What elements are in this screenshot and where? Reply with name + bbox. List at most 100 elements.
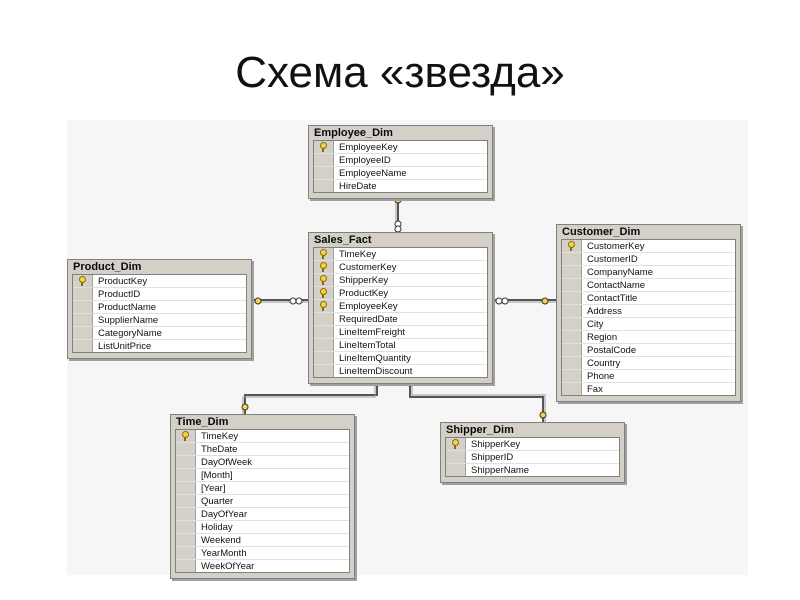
- column-row[interactable]: CustomerKey: [562, 240, 735, 253]
- column-row[interactable]: Address: [562, 305, 735, 318]
- column-row[interactable]: DayOfWeek: [176, 456, 349, 469]
- column-row[interactable]: Country: [562, 357, 735, 370]
- column-name: RequiredDate: [339, 313, 398, 325]
- column-row[interactable]: ShipperKey: [314, 274, 487, 287]
- column-name: TimeKey: [201, 430, 239, 442]
- column-row[interactable]: EmployeeKey: [314, 141, 487, 154]
- column-row[interactable]: LineItemQuantity: [314, 352, 487, 365]
- column-row[interactable]: ContactTitle: [562, 292, 735, 305]
- column-row[interactable]: Fax: [562, 383, 735, 395]
- column-row[interactable]: RequiredDate: [314, 313, 487, 326]
- column-row[interactable]: HireDate: [314, 180, 487, 192]
- row-selector: [562, 318, 582, 330]
- column-row[interactable]: LineItemTotal: [314, 339, 487, 352]
- column-name: EmployeeKey: [339, 141, 398, 153]
- primary-key-icon: [319, 249, 328, 259]
- row-selector: [314, 180, 334, 192]
- row-selector: [562, 240, 582, 252]
- column-row[interactable]: ProductID: [73, 288, 246, 301]
- column-row[interactable]: Weekend: [176, 534, 349, 547]
- column-row[interactable]: DayOfYear: [176, 508, 349, 521]
- column-row[interactable]: PostalCode: [562, 344, 735, 357]
- column-row[interactable]: WeekOfYear: [176, 560, 349, 572]
- row-selector: [73, 327, 93, 339]
- column-row[interactable]: Region: [562, 331, 735, 344]
- column-row[interactable]: ShipperName: [446, 464, 619, 476]
- row-selector: [562, 370, 582, 382]
- column-row[interactable]: CustomerID: [562, 253, 735, 266]
- column-row[interactable]: City: [562, 318, 735, 331]
- slide-title: Схема «звезда»: [235, 48, 565, 97]
- column-row[interactable]: YearMonth: [176, 547, 349, 560]
- row-selector: [176, 508, 196, 520]
- column-name: City: [587, 318, 604, 330]
- column-name: ShipperName: [471, 464, 530, 476]
- primary-key-icon: [319, 262, 328, 272]
- primary-key-icon: [319, 288, 328, 298]
- column-row[interactable]: EmployeeID: [314, 154, 487, 167]
- column-row[interactable]: Phone: [562, 370, 735, 383]
- column-row[interactable]: ContactName: [562, 279, 735, 292]
- column-row[interactable]: ProductName: [73, 301, 246, 314]
- row-selector: [562, 292, 582, 304]
- column-row[interactable]: TimeKey: [314, 248, 487, 261]
- column-row[interactable]: ProductKey: [73, 275, 246, 288]
- column-row[interactable]: TheDate: [176, 443, 349, 456]
- row-selector: [562, 357, 582, 369]
- table-title: Shipper_Dim: [446, 424, 514, 436]
- primary-key-icon: [181, 431, 190, 441]
- row-selector: [314, 365, 334, 377]
- column-row[interactable]: ProductKey: [314, 287, 487, 300]
- primary-key-icon: [78, 276, 87, 286]
- column-name: Fax: [587, 383, 603, 395]
- row-selector: [176, 521, 196, 533]
- column-row[interactable]: ShipperID: [446, 451, 619, 464]
- row-selector: [446, 438, 466, 450]
- column-name: CompanyName: [587, 266, 653, 278]
- primary-key-icon: [451, 439, 460, 449]
- table-title: Time_Dim: [176, 416, 229, 428]
- column-row[interactable]: CategoryName: [73, 327, 246, 340]
- column-row[interactable]: EmployeeName: [314, 167, 487, 180]
- column-row[interactable]: Holiday: [176, 521, 349, 534]
- column-row[interactable]: [Month]: [176, 469, 349, 482]
- column-name: [Year]: [201, 482, 226, 494]
- row-selector: [176, 469, 196, 481]
- column-row[interactable]: [Year]: [176, 482, 349, 495]
- column-row[interactable]: SupplierName: [73, 314, 246, 327]
- row-selector: [176, 547, 196, 559]
- table-title: Employee_Dim: [314, 127, 393, 139]
- primary-key-icon: [319, 301, 328, 311]
- column-name: EmployeeID: [339, 154, 391, 166]
- column-name: ContactName: [587, 279, 646, 291]
- column-name: DayOfWeek: [201, 456, 253, 468]
- column-row[interactable]: LineItemFreight: [314, 326, 487, 339]
- column-name: ProductName: [98, 301, 157, 313]
- primary-key-icon: [319, 275, 328, 285]
- column-name: ListUnitPrice: [98, 340, 152, 352]
- row-selector: [562, 253, 582, 265]
- row-selector: [562, 344, 582, 356]
- column-row[interactable]: CustomerKey: [314, 261, 487, 274]
- column-row[interactable]: EmployeeKey: [314, 300, 487, 313]
- column-name: LineItemFreight: [339, 326, 406, 338]
- column-row[interactable]: ListUnitPrice: [73, 340, 246, 352]
- row-selector: [314, 261, 334, 273]
- column-name: ContactTitle: [587, 292, 638, 304]
- column-row[interactable]: TimeKey: [176, 430, 349, 443]
- column-row[interactable]: CompanyName: [562, 266, 735, 279]
- row-selector: [562, 305, 582, 317]
- column-row[interactable]: LineItemDiscount: [314, 365, 487, 377]
- column-row[interactable]: Quarter: [176, 495, 349, 508]
- table-title: Customer_Dim: [562, 226, 641, 238]
- column-row[interactable]: ShipperKey: [446, 438, 619, 451]
- column-name: TheDate: [201, 443, 238, 455]
